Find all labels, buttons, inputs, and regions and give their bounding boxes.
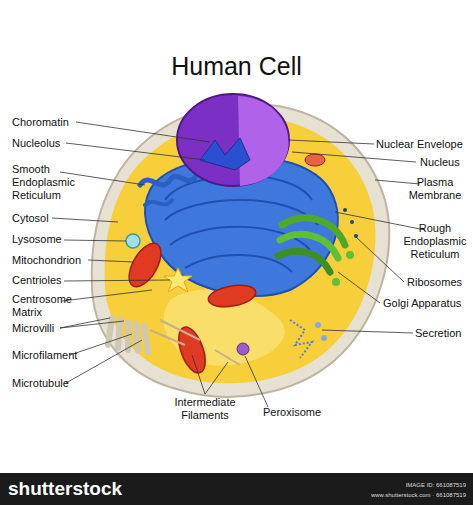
golgi-apparatus-part	[346, 251, 354, 259]
leader-lines-part	[60, 318, 124, 328]
footer-bar	[0, 473, 473, 505]
watermark-url: www.shutterstock.com · 661087519	[300, 492, 466, 498]
part-label: Cytosol	[12, 212, 92, 225]
leader-lines-part	[66, 340, 142, 383]
leader-lines-part	[375, 180, 420, 184]
leader-lines-part	[338, 272, 380, 303]
plasma-membrane-part	[92, 103, 389, 397]
nucleus	[177, 94, 289, 186]
image-id: IMAGE ID: 661087519	[300, 482, 466, 488]
leader-lines-part	[64, 280, 170, 281]
part-label: Smooth Endoplasmic Reticulum	[12, 163, 82, 202]
golgi-apparatus-part	[278, 251, 330, 272]
part-label: Mitochondrion	[12, 254, 102, 267]
lysosome	[126, 234, 140, 248]
smooth-er-part	[145, 200, 172, 205]
lysosome-part	[126, 234, 140, 248]
leader-lines-part	[192, 355, 228, 394]
leader-lines-part	[288, 140, 374, 144]
plasma-membrane	[92, 103, 389, 397]
part-label: Golgi Apparatus	[383, 297, 471, 310]
nucleus-part	[177, 94, 289, 186]
part-label: Secretion	[415, 327, 471, 340]
ribosomes	[343, 208, 358, 238]
leader-lines-part	[52, 218, 118, 222]
ribosomes-part	[343, 208, 347, 212]
diagram-title: Human Cell	[0, 52, 473, 81]
leader-lines-part	[335, 212, 425, 230]
part-label: Centrioles	[12, 274, 92, 287]
secretion-part	[315, 322, 321, 328]
mitochondria-part	[305, 154, 325, 166]
part-label: Choromatin	[12, 116, 92, 129]
filaments	[150, 320, 240, 365]
part-label: Rough Endoplasmic Reticulum	[398, 222, 472, 261]
nucleus-part	[200, 138, 250, 170]
footer-bar-part	[0, 473, 473, 505]
part-label: Nucleolus	[12, 137, 92, 150]
leader-lines-part	[245, 356, 268, 407]
part-label: Intermediate Filaments	[170, 396, 240, 422]
part-label: Microtubule	[12, 377, 92, 390]
peroxisome	[237, 343, 249, 355]
golgi-apparatus-part	[332, 278, 340, 286]
part-label: Peroxisome	[263, 406, 333, 419]
secretion	[290, 320, 327, 358]
part-label: Microfilament	[12, 349, 92, 362]
smooth-er	[140, 176, 196, 205]
part-label: Nucleus	[420, 156, 470, 169]
ribosomes-part	[350, 220, 354, 224]
part-label: Nuclear Envelope	[376, 138, 471, 151]
secretion-part	[321, 335, 327, 341]
leader-lines-part	[88, 260, 134, 262]
nucleus-part	[238, 96, 289, 186]
leader-lines-part	[322, 330, 413, 333]
mitochondria-part	[207, 282, 258, 310]
leader-lines-part	[64, 240, 126, 241]
cytosol	[105, 117, 376, 384]
leader-lines-part	[70, 334, 132, 355]
leader-lines-part	[76, 122, 210, 142]
leader-lines-part	[66, 143, 205, 160]
golgi-apparatus-part	[282, 218, 345, 245]
leader-lines-part	[292, 152, 416, 162]
peroxisome-part	[237, 343, 249, 355]
cytosol-part	[105, 117, 376, 384]
part-label: Plasma Membrane	[400, 176, 470, 202]
part-label: Microvilli	[12, 322, 92, 335]
filaments-part	[150, 320, 240, 365]
mitochondria-part	[173, 324, 210, 377]
part-label: Lysosome	[12, 233, 92, 246]
leader-lines	[52, 122, 425, 407]
part-label: Ribosomes	[407, 276, 469, 289]
secretion-part	[290, 320, 312, 358]
smooth-er-part	[140, 176, 196, 185]
watermark-logo: shutterstock	[8, 478, 158, 500]
leader-lines-part	[356, 237, 404, 282]
mitochondria	[123, 154, 325, 376]
leader-lines-part	[62, 290, 152, 301]
part-label: Centrosome Matrix	[12, 293, 72, 319]
